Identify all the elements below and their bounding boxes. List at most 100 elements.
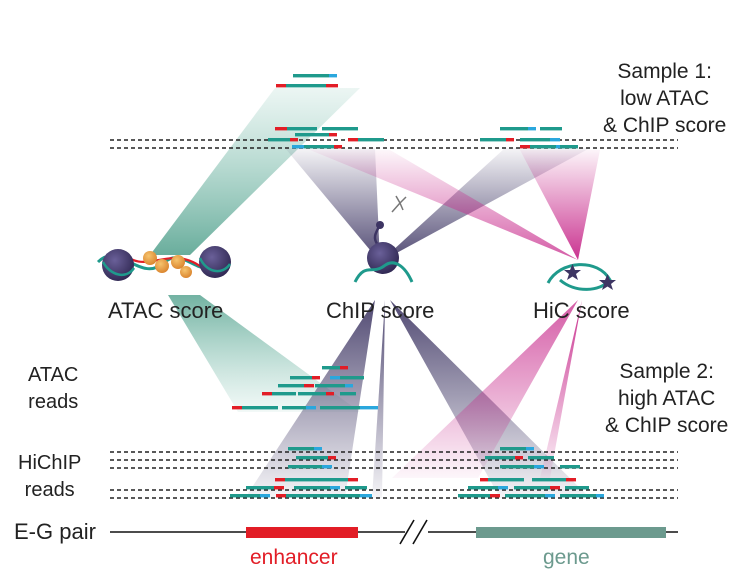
read-segment — [360, 406, 378, 410]
read-segment — [480, 138, 506, 142]
read-segment — [500, 127, 528, 131]
read-segment — [260, 494, 270, 498]
read-segment — [514, 486, 550, 490]
hichip-reads-label: HiChIP reads — [18, 450, 81, 504]
read-segment — [315, 384, 345, 388]
read-segment — [268, 138, 290, 142]
read-segment — [360, 494, 372, 498]
chip-fan-bottom-left — [245, 300, 375, 498]
read-segment — [345, 384, 353, 388]
read-segment — [528, 127, 536, 131]
sample1-line3: & ChIP score — [603, 114, 727, 137]
read-segment — [314, 447, 322, 451]
read-segment — [298, 392, 326, 396]
read-segment — [334, 145, 342, 149]
enhancer-label: enhancer — [250, 546, 338, 569]
read-segment — [530, 145, 556, 149]
eg-pair-track — [110, 519, 678, 545]
sample2-line2: high ATAC — [618, 387, 716, 410]
chip-score-label: ChIP score — [326, 298, 435, 323]
read-segment — [532, 478, 566, 482]
read-segment — [566, 478, 576, 482]
atac-fan-bottom — [168, 295, 360, 412]
read-segment — [458, 494, 490, 498]
read-segment — [295, 133, 329, 137]
read-segment — [290, 138, 298, 142]
read-segment — [526, 447, 534, 451]
read-segment — [242, 406, 278, 410]
read-segment — [276, 84, 286, 88]
read-segment — [550, 138, 560, 142]
read-segment — [550, 486, 560, 490]
read-segment — [322, 127, 358, 131]
read-segment — [468, 486, 498, 490]
read-segment — [340, 376, 364, 380]
read-segment — [545, 494, 555, 498]
read-segment — [306, 406, 316, 410]
atac-score-label: ATAC score — [108, 298, 224, 323]
read-segment — [500, 465, 534, 469]
read-segment — [329, 74, 337, 78]
read-segment — [520, 138, 550, 142]
read-segment — [560, 494, 596, 498]
read-segment — [287, 127, 317, 131]
read-segment — [312, 376, 320, 380]
read-segment — [322, 465, 332, 469]
hichip-reads-line2: reads — [24, 479, 75, 501]
read-segment — [288, 447, 314, 451]
read-segment — [282, 406, 306, 410]
read-segment — [320, 494, 360, 498]
read-segment — [290, 376, 312, 380]
hic-fan-top-left — [310, 150, 578, 260]
eg-pair-label: E-G pair — [14, 519, 96, 544]
read-segment — [230, 494, 260, 498]
read-segment — [304, 145, 334, 149]
read-segment — [358, 138, 384, 142]
atac-reads-label: ATAC reads — [28, 362, 78, 416]
read-segment — [485, 456, 515, 460]
gene-bar — [476, 527, 666, 538]
atac-reads-line2: reads — [28, 391, 79, 413]
read-segment — [480, 478, 488, 482]
read-segment — [490, 494, 500, 498]
axis-break-mark-1 — [399, 519, 415, 545]
chip-fan-top-left — [285, 148, 380, 262]
hichip-reads-line1: HiChIP — [18, 452, 82, 474]
read-segment — [345, 486, 367, 490]
chip-antibody-icon — [353, 195, 414, 283]
read-segment — [293, 74, 329, 78]
sample1-line2: low ATAC — [620, 87, 710, 110]
read-segment — [534, 465, 544, 469]
read-segment — [506, 138, 514, 142]
read-segment — [326, 392, 334, 396]
read-segment — [328, 456, 336, 460]
read-segment — [528, 456, 554, 460]
enhancer-bar — [246, 527, 358, 538]
read-segment — [540, 127, 562, 131]
hic-fan-top-right — [520, 150, 600, 260]
chip-fan-bottom-mid — [372, 300, 385, 498]
axis-break-mark-2 — [412, 519, 428, 545]
read-segment — [246, 486, 274, 490]
read-segment — [285, 478, 319, 482]
read-segment — [488, 478, 524, 482]
read-segment — [318, 478, 348, 482]
sample1-label: Sample 1: low ATAC & ChIP score — [603, 58, 726, 139]
read-segment — [565, 486, 589, 490]
read-segment — [498, 486, 508, 490]
read-segment — [262, 392, 272, 396]
read-segment — [348, 138, 358, 142]
read-segment — [560, 465, 580, 469]
read-segment — [286, 494, 320, 498]
read-segment — [276, 494, 286, 498]
read-segment — [322, 366, 340, 370]
read-segment — [320, 406, 360, 410]
dashed-lines — [110, 139, 678, 499]
sample2-label: Sample 2: high ATAC & ChIP score — [605, 358, 728, 439]
read-segment — [329, 133, 337, 137]
sample1-line1: Sample 1: — [617, 60, 712, 83]
read-segment — [272, 392, 296, 396]
atac-reads-line1: ATAC — [28, 364, 79, 386]
read-segment — [326, 84, 338, 88]
